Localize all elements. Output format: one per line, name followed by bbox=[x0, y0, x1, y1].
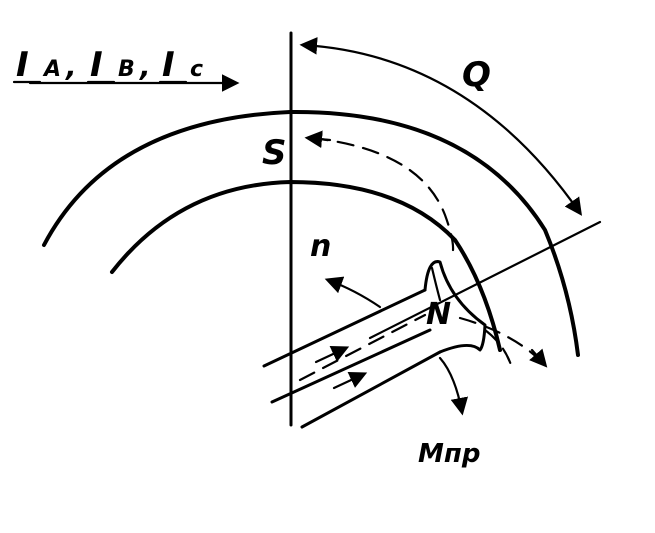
flux-dashed-lower bbox=[483, 328, 514, 370]
current-a-symbol: I bbox=[16, 45, 29, 85]
flux-right-arrow bbox=[529, 348, 548, 368]
angle-q-arc bbox=[299, 37, 583, 216]
rotor-pole-tip bbox=[423, 260, 487, 354]
rotor-dash-line bbox=[298, 313, 427, 382]
current-b-symbol: I bbox=[90, 45, 103, 85]
rotor-pole-inner bbox=[430, 266, 442, 302]
rotor-arrow-lower bbox=[332, 371, 368, 390]
rotor-arrow-upper bbox=[314, 345, 350, 364]
current-b-subscript: B bbox=[118, 57, 135, 82]
torque-label: Mпр bbox=[418, 439, 480, 469]
flux-dashed-right bbox=[458, 316, 542, 362]
rotor-line-2 bbox=[270, 328, 432, 404]
flux-arrow-head bbox=[304, 130, 332, 149]
speed-n-label: n bbox=[310, 229, 331, 264]
torque-arrow bbox=[438, 356, 469, 416]
diagonal-axis bbox=[368, 220, 602, 340]
separator-1: , bbox=[65, 50, 77, 83]
flux-dashed-path bbox=[310, 136, 455, 257]
separator-2: , bbox=[139, 50, 151, 83]
pole-n-label: N bbox=[426, 297, 451, 332]
rotor-line-1 bbox=[262, 288, 427, 368]
n-rotation-arrow bbox=[324, 276, 382, 309]
current-a-subscript: A bbox=[42, 57, 61, 82]
rotor-line-3 bbox=[300, 350, 442, 429]
pole-s-label: S bbox=[262, 133, 287, 173]
angle-q-label: Q bbox=[462, 55, 491, 95]
current-c-symbol: I bbox=[162, 45, 175, 85]
current-c-subscript: c bbox=[190, 57, 203, 82]
